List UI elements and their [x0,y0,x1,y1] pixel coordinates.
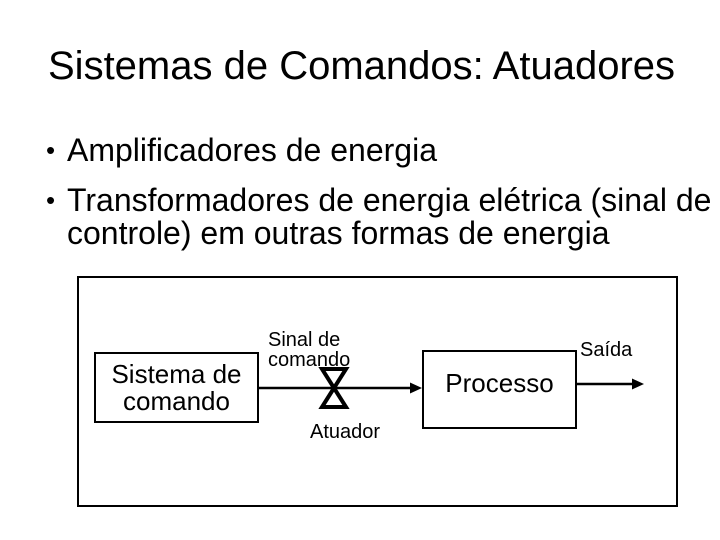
bullet-marker: • [46,135,56,165]
atuador-label: Atuador [310,421,381,443]
bullet-item: • Transformadores de energia elétrica (s… [46,184,712,250]
processo-label: Processo [445,368,554,398]
bullet-list: • Amplificadores de energia • Transforma… [46,134,712,250]
saida-label: Saída [580,339,633,361]
bullet-item: • Amplificadores de energia [46,134,712,167]
bullet-text: Amplificadores de energia [67,132,437,168]
sistema-de-comando-box: Sistema de comando [94,352,259,423]
bullet-marker: • [46,185,56,215]
slide-title: Sistemas de Comandos: Atuadores [48,44,676,88]
processo-box: Processo [422,350,577,429]
sinal-de-comando-label: Sinal de comando [268,329,351,371]
bullet-text: Transformadores de energia elétrica (sin… [67,182,712,251]
sistema-de-comando-label: Sistema de comando [111,358,242,416]
